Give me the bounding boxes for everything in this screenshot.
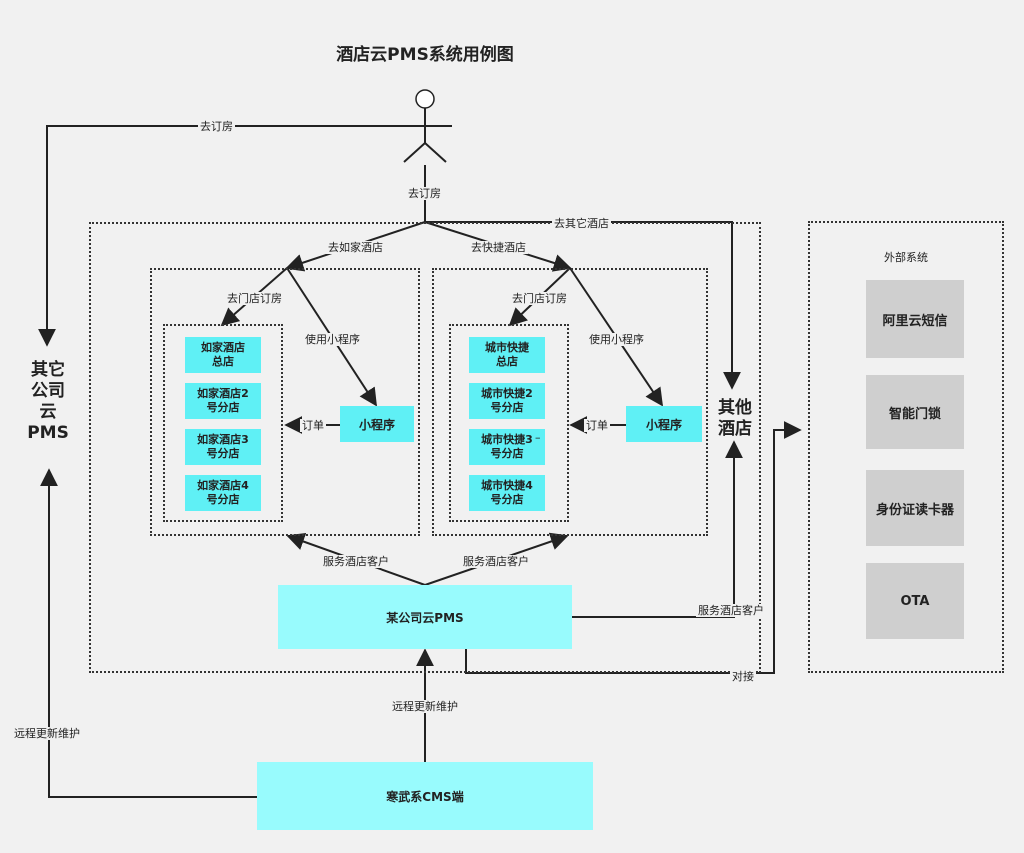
id-card-reader[interactable]: 身份证读卡器	[866, 470, 964, 546]
external-systems-heading: 外部系统	[884, 251, 928, 264]
rujia-branch-1[interactable]: 如家酒店2 号分店	[185, 383, 261, 419]
ota[interactable]: OTA	[866, 563, 964, 639]
diagram-title: 酒店云PMS系统用例图	[336, 45, 514, 65]
smart-door-lock[interactable]: 智能门锁	[866, 375, 964, 449]
cms-client[interactable]: 寒武系CMS端	[257, 762, 593, 830]
label-store-booking-1: 去门店订房	[225, 292, 284, 305]
label-serve-2: 服务酒店客户	[461, 555, 531, 568]
kuaijie-branches-group	[449, 324, 569, 522]
rujia-miniprogram[interactable]: 小程序	[340, 406, 414, 442]
system-boundary	[89, 222, 761, 673]
label-remote-2: 远程更新维护	[12, 727, 82, 740]
other-hotels: 其他 酒店	[718, 398, 752, 439]
label-go-kuaijie: 去快捷酒店	[469, 241, 528, 254]
kuaijie-branch-3[interactable]: 城市快捷4 号分店	[469, 475, 545, 511]
label-dock: 对接	[730, 670, 756, 683]
label-serve-3: 服务酒店客户	[696, 604, 766, 617]
label-go-rujia: 去如家酒店	[326, 241, 385, 254]
label-book-room-down: 去订房	[406, 187, 443, 200]
kuaijie-miniprogram[interactable]: 小程序	[626, 406, 702, 442]
label-order-1: 订单	[300, 419, 326, 432]
external-systems-group	[808, 221, 1004, 673]
rujia-branches-group	[163, 324, 283, 522]
label-use-mp-2: 使用小程序	[587, 333, 646, 346]
label-serve-1: 服务酒店客户	[321, 555, 391, 568]
label-go-other-hotel: 去其它酒店	[552, 217, 611, 230]
label-book-room-left: 去订房	[198, 120, 235, 133]
kuaijie-branch-0[interactable]: 城市快捷 总店	[469, 337, 545, 373]
label-order-2: 订单	[584, 419, 610, 432]
aliyun-sms[interactable]: 阿里云短信	[866, 280, 964, 358]
kuaijie-branch-2[interactable]: 城市快捷3 号分店	[469, 429, 545, 465]
label-use-mp-1: 使用小程序	[303, 333, 362, 346]
kuaijie-group	[432, 268, 708, 536]
kuaijie-branch-1[interactable]: 城市快捷2 号分店	[469, 383, 545, 419]
rujia-branch-0[interactable]: 如家酒店 总店	[185, 337, 261, 373]
actor-icon	[398, 89, 452, 163]
rujia-group	[150, 268, 420, 536]
other-company-pms: 其它 公司 云 PMS	[27, 360, 69, 443]
dash-mark: –	[535, 431, 541, 444]
company-cloud-pms[interactable]: 某公司云PMS	[278, 585, 572, 649]
rujia-branch-3[interactable]: 如家酒店4 号分店	[185, 475, 261, 511]
rujia-branch-2[interactable]: 如家酒店3 号分店	[185, 429, 261, 465]
label-remote-1: 远程更新维护	[390, 700, 460, 713]
label-store-booking-2: 去门店订房	[510, 292, 569, 305]
